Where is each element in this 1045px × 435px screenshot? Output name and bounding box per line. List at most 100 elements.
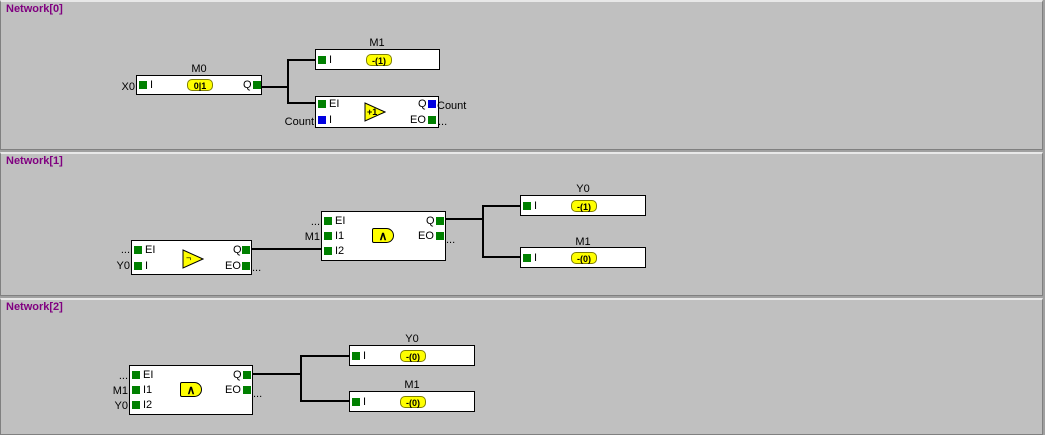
pin-label: EO xyxy=(225,260,241,272)
and-block[interactable]: EI I1 I2 ∧ Q EO xyxy=(129,365,253,415)
coil-block[interactable]: I -(0) xyxy=(349,345,475,366)
input-variable: Y0 xyxy=(116,260,130,272)
input-variable: M1 xyxy=(304,231,320,243)
input-pin-1[interactable] xyxy=(132,386,140,394)
coil-symbol: -(0) xyxy=(400,350,426,362)
pin-label: EI xyxy=(335,215,346,227)
wire xyxy=(482,205,484,258)
wire xyxy=(300,355,350,357)
coil-block[interactable]: I -(0) xyxy=(520,247,646,268)
pin-label: I1 xyxy=(335,230,345,242)
pin-label: Q xyxy=(418,98,427,110)
pin-label: EI xyxy=(145,244,156,256)
input-variable: Y0 xyxy=(114,400,128,412)
input-variable: M1 xyxy=(112,385,128,397)
output-pin[interactable] xyxy=(253,81,261,89)
coil-symbol: -(1) xyxy=(366,54,392,66)
wire xyxy=(253,373,302,375)
wire xyxy=(287,102,316,104)
input-pin[interactable] xyxy=(318,116,326,124)
block-name: Y0 xyxy=(576,183,590,195)
coil-symbol: -(1) xyxy=(571,200,597,212)
negation-icon xyxy=(182,249,204,269)
network-title: Network[0] xyxy=(6,3,63,15)
wire xyxy=(300,355,302,402)
ei-pin[interactable] xyxy=(324,217,332,225)
wire xyxy=(287,59,289,103)
eo-pin[interactable] xyxy=(428,116,436,124)
eo-pin[interactable] xyxy=(242,262,250,270)
output-variable: ... xyxy=(438,116,448,128)
pin-label: I xyxy=(363,396,367,408)
network-panel-2[interactable]: Network[2] ... M1 Y0 EI I1 I2 ∧ Q EO ...… xyxy=(0,298,1043,435)
output-pin[interactable] xyxy=(428,100,436,108)
increment-symbol: +1 xyxy=(367,107,378,117)
pin-label: EI xyxy=(329,98,340,110)
ei-pin[interactable] xyxy=(134,246,142,254)
wire xyxy=(262,86,289,88)
output-variable: ... xyxy=(446,234,456,246)
input-pin[interactable] xyxy=(352,398,360,406)
increment-icon xyxy=(364,102,386,122)
pin-label: I2 xyxy=(143,399,153,411)
wire xyxy=(287,59,316,61)
ei-pin[interactable] xyxy=(132,371,140,379)
input-pin[interactable] xyxy=(318,56,326,64)
input-variable: X0 xyxy=(121,81,135,93)
pin-label: I xyxy=(534,200,538,212)
eo-pin[interactable] xyxy=(436,232,444,240)
input-variable: ... xyxy=(120,244,130,256)
coil-symbol: -(0) xyxy=(571,252,597,264)
block-name: M1 xyxy=(369,37,385,49)
eo-pin[interactable] xyxy=(243,386,251,394)
wire xyxy=(300,400,350,402)
network-title: Network[1] xyxy=(6,155,63,167)
output-pin[interactable] xyxy=(436,217,444,225)
pin-label: Q xyxy=(243,79,252,91)
pin-label: Q xyxy=(233,369,242,381)
coil-block[interactable]: I -(1) xyxy=(315,49,440,70)
pin-label: Q xyxy=(233,244,242,256)
input-pin[interactable] xyxy=(523,254,531,262)
output-pin[interactable] xyxy=(242,246,250,254)
flipflop-block[interactable]: I 0|1 Q xyxy=(136,75,262,95)
coil-block[interactable]: I -(0) xyxy=(349,391,475,412)
ei-pin[interactable] xyxy=(318,100,326,108)
input-pin[interactable] xyxy=(134,262,142,270)
block-name: M1 xyxy=(575,236,591,248)
pin-label: I1 xyxy=(143,384,153,396)
network-panel-0[interactable]: Network[0] M0 X0 I 0|1 Q M1 I -(1) EI I … xyxy=(0,0,1043,150)
input-variable: ... xyxy=(310,216,320,228)
pin-label: I xyxy=(150,79,154,91)
wire xyxy=(252,248,322,250)
pin-label: Q xyxy=(426,215,435,227)
input-pin[interactable] xyxy=(352,352,360,360)
pin-label: I xyxy=(329,114,333,126)
and-block[interactable]: EI I1 I2 ∧ Q EO xyxy=(321,211,446,261)
negation-block[interactable]: EI I ¬ Q EO xyxy=(131,240,252,275)
block-name: M0 xyxy=(191,63,207,75)
block-name: M1 xyxy=(404,379,420,391)
output-variable: ... xyxy=(253,388,263,400)
pin-label: I xyxy=(329,54,333,66)
wire xyxy=(482,256,521,258)
flipflop-symbol: 0|1 xyxy=(187,79,213,91)
input-pin-1[interactable] xyxy=(324,232,332,240)
network-panel-1[interactable]: Network[1] ... Y0 EI I ¬ Q EO ... ... M1… xyxy=(0,152,1043,296)
input-pin-2[interactable] xyxy=(132,401,140,409)
wire xyxy=(446,218,484,220)
coil-block[interactable]: I -(1) xyxy=(520,195,646,216)
negation-symbol: ¬ xyxy=(186,253,192,263)
coil-symbol: -(0) xyxy=(400,396,426,408)
pin-label: EO xyxy=(410,114,426,126)
counter-block[interactable]: EI I +1 Q EO xyxy=(315,96,439,128)
pin-label: EO xyxy=(225,384,241,396)
input-variable: ... xyxy=(118,370,128,382)
pin-label: I2 xyxy=(335,245,345,257)
input-pin[interactable] xyxy=(523,202,531,210)
output-pin[interactable] xyxy=(243,371,251,379)
input-pin-2[interactable] xyxy=(324,247,332,255)
pin-label: I xyxy=(145,260,149,272)
input-pin[interactable] xyxy=(139,81,147,89)
pin-label: I xyxy=(534,252,538,264)
